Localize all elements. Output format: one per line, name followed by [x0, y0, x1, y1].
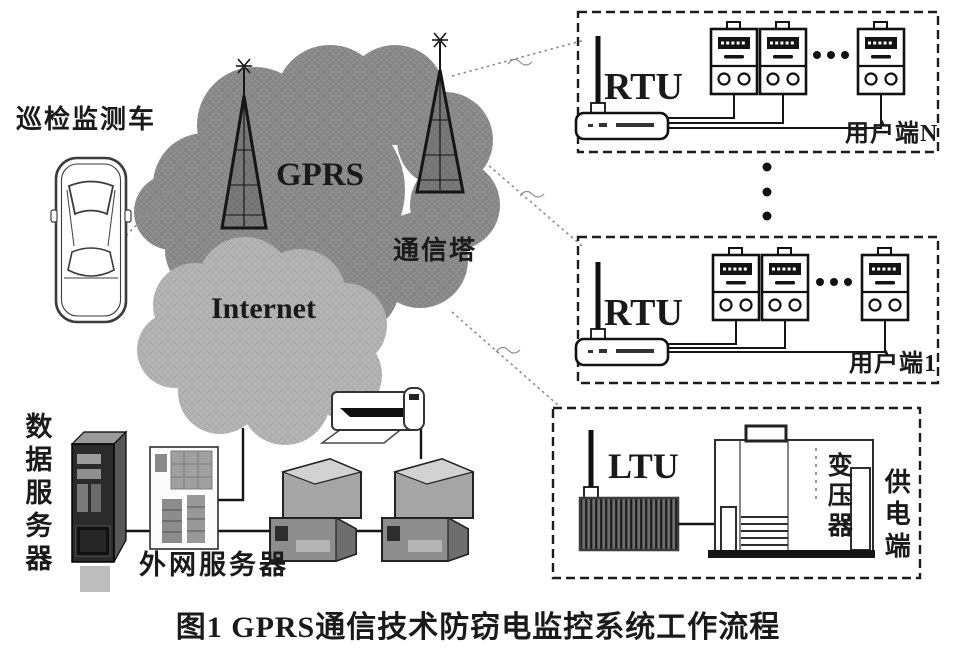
- printer-illustration: [319, 387, 425, 444]
- user-box-n: [574, 10, 940, 154]
- user-box-1-label: 用户端1: [849, 351, 937, 377]
- wireless-link-tower-power: [451, 311, 559, 406]
- figure-caption: 图1 GPRS通信技术防窃电监控系统工作流程: [175, 611, 781, 644]
- electric-meter: [860, 246, 910, 322]
- electric-meter: [709, 20, 759, 96]
- rtu-label-1: RTU: [604, 292, 683, 334]
- user-box-1: [574, 235, 940, 385]
- antenna-spark-icon: [236, 58, 252, 74]
- electric-meter: [711, 246, 761, 322]
- patrol-vehicle-label: 巡检监测车: [16, 105, 157, 134]
- wireless-link-tower-usern: [451, 39, 586, 77]
- meter-wires: [668, 320, 886, 353]
- data-server-label: 数据服务器: [21, 412, 52, 577]
- rtu-label-n: RTU: [604, 66, 683, 108]
- transformer-label: 变压器: [824, 452, 852, 542]
- transformer-bushing-left: [720, 506, 737, 554]
- data-server-tower: [70, 430, 128, 592]
- transformer-illustration: [708, 424, 875, 558]
- internet-cloud-label: Internet: [211, 292, 316, 325]
- electric-meter: [856, 20, 906, 96]
- desktop-pc-2: [381, 458, 474, 562]
- electric-meter: [760, 246, 810, 322]
- wireless-link-tower-user1: [479, 157, 583, 247]
- gprs-cloud-label: GPRS: [276, 157, 365, 193]
- comm-tower-right: [415, 32, 465, 194]
- extranet-server-panel: [149, 446, 219, 550]
- transformer-base: [708, 550, 875, 558]
- ltu-device: [578, 496, 680, 552]
- meter-ellipsis: [813, 51, 849, 59]
- meter-ellipsis: [816, 278, 852, 286]
- wireless-link-car-cloud: [121, 183, 177, 241]
- user-box-n-label: 用户端N: [845, 121, 939, 147]
- vertical-ellipsis: [762, 162, 772, 221]
- comm-tower-left: [220, 58, 268, 230]
- server-shadow: [80, 566, 110, 592]
- meter-wires: [668, 94, 882, 129]
- patrol-car-illustration: [50, 156, 132, 324]
- power-supply-end-label: 供电端: [881, 468, 911, 564]
- wireless-links: [121, 39, 586, 406]
- internet-cloud: [137, 237, 387, 445]
- transformer-bushing-right: [850, 467, 871, 551]
- ltu-label: LTU: [608, 446, 679, 486]
- electric-meter: [758, 20, 808, 96]
- comm-tower-label: 通信塔: [393, 236, 478, 265]
- power-supply-box: [551, 406, 922, 580]
- extranet-server-label: 外网服务器: [139, 550, 289, 580]
- cable-internet-extranet: [218, 428, 245, 502]
- antenna-spark-icon: [432, 32, 448, 48]
- desktop-pc-1: [269, 458, 362, 562]
- network-cables: [114, 428, 423, 533]
